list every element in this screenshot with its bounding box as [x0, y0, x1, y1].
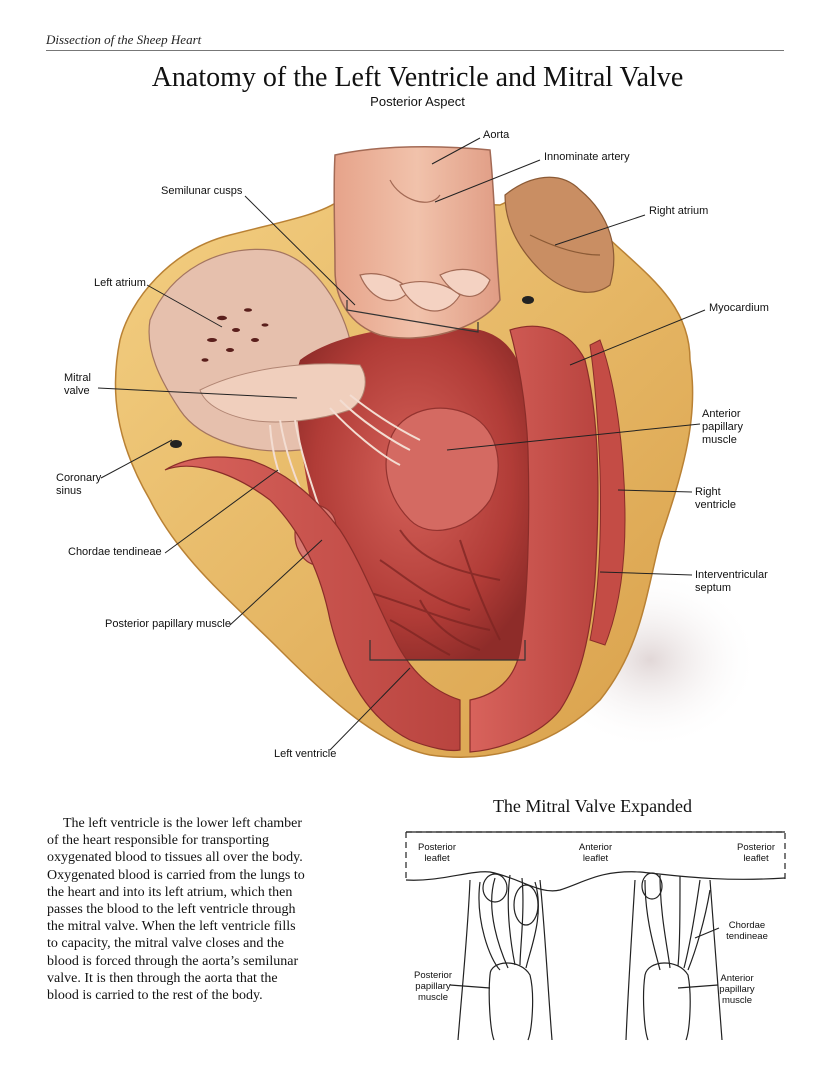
inset-title: The Mitral Valve Expanded: [492, 796, 693, 816]
right-atrium: [504, 176, 615, 293]
description-paragraph: The left ventricle is the lower left cha…: [47, 816, 305, 1004]
inset-label-posterior-leaflet-right: Posterior leaflet: [736, 842, 775, 864]
page-subtitle: Posterior Aspect: [370, 94, 465, 109]
inset-anterior-papillary-muscle: [642, 962, 691, 1041]
inset-frame: [405, 831, 786, 880]
section-title: Dissection of the Sheep Heart: [46, 32, 202, 47]
label-interventricular-septum: Interventricular septum: [695, 569, 768, 594]
inset-label-posterior-leaflet-left: Posterior leaflet: [417, 842, 456, 864]
coronary-sinus-vessel: [170, 440, 182, 448]
label-left-ventricle: Left ventricle: [274, 748, 337, 760]
inset-label-chordae-tendineae: Chordae tendineae: [726, 920, 768, 942]
myocardium-left-wall: [164, 456, 461, 752]
label-mitral-valve: Mitral valve: [64, 372, 91, 397]
right-stem: [625, 879, 636, 1041]
label-chordae-tendineae: Chordae tendineae: [68, 546, 162, 558]
label-coronary-sinus: Coronary sinus: [56, 472, 102, 497]
label-myocardium: Myocardium: [709, 302, 769, 314]
semilunar-bracket: [346, 300, 479, 333]
label-anterior-papillary-muscle: Anterior papillary muscle: [702, 408, 743, 446]
page-title: Anatomy of the Left Ventricle and Mitral…: [151, 62, 684, 93]
coronary-vessel-right: [522, 296, 534, 304]
label-semilunar-cusps: Semilunar cusps: [161, 185, 243, 197]
inset-chordae-left: [478, 873, 539, 971]
inset-label-anterior-leaflet: Anterior leaflet: [578, 842, 613, 864]
header-bar: Dissection of the Sheep Heart: [46, 30, 784, 51]
anterior-papillary-muscle: [385, 407, 499, 531]
interventricular-septum: [589, 339, 626, 646]
inset-chordae-right: [641, 872, 711, 971]
inset-posterior-papillary-muscle: [488, 962, 534, 1041]
label-aorta: Aorta: [483, 129, 510, 141]
inset-label-anterior-papillary-muscle: Anterior papillary muscle: [719, 973, 755, 1006]
myocardium-right-wall: [469, 325, 599, 753]
semilunar-cusps: [359, 268, 491, 312]
left-atrium-pits: [201, 308, 269, 362]
label-posterior-papillary-muscle: Posterior papillary muscle: [105, 618, 231, 630]
label-left-atrium: Left atrium: [94, 277, 146, 289]
leader-lines: [97, 137, 706, 751]
left-stem: [457, 879, 471, 1041]
left-ventricle-bracket: [369, 640, 526, 661]
label-right-ventricle: Right ventricle: [695, 486, 736, 511]
label-right-atrium: Right atrium: [649, 205, 709, 217]
inset-label-posterior-papillary-muscle: Posterior papillary muscle: [413, 970, 452, 1003]
label-innominate-artery: Innominate artery: [544, 151, 630, 163]
valve-base: [405, 871, 786, 892]
